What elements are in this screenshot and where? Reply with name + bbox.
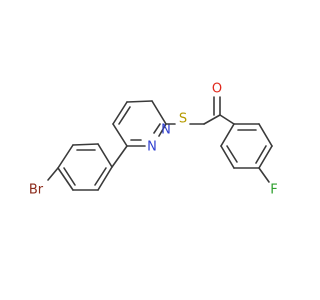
fluorophenyl-ring bbox=[220, 123, 273, 169]
br-bond bbox=[47, 167, 59, 181]
molecule-diagram: Br N N S O F bbox=[29, 82, 278, 198]
oxygen-label: O bbox=[212, 82, 222, 97]
nitrogen-label-2: N bbox=[161, 123, 171, 138]
structure-svg: Br N N S O F bbox=[29, 82, 278, 198]
pyridazine-ring bbox=[112, 100, 167, 147]
bromine-label: Br bbox=[29, 183, 44, 198]
aryl-link-bond bbox=[111, 145, 128, 168]
bromophenyl-ring bbox=[57, 143, 113, 191]
ch2-carbonyl-bond bbox=[203, 114, 221, 125]
fluorine-label: F bbox=[270, 183, 277, 198]
carbonyl-aryl-bond bbox=[219, 114, 235, 125]
nitrogen-label-1: N bbox=[147, 140, 157, 155]
f-bond bbox=[258, 167, 270, 183]
sulfur-label: S bbox=[179, 112, 187, 127]
